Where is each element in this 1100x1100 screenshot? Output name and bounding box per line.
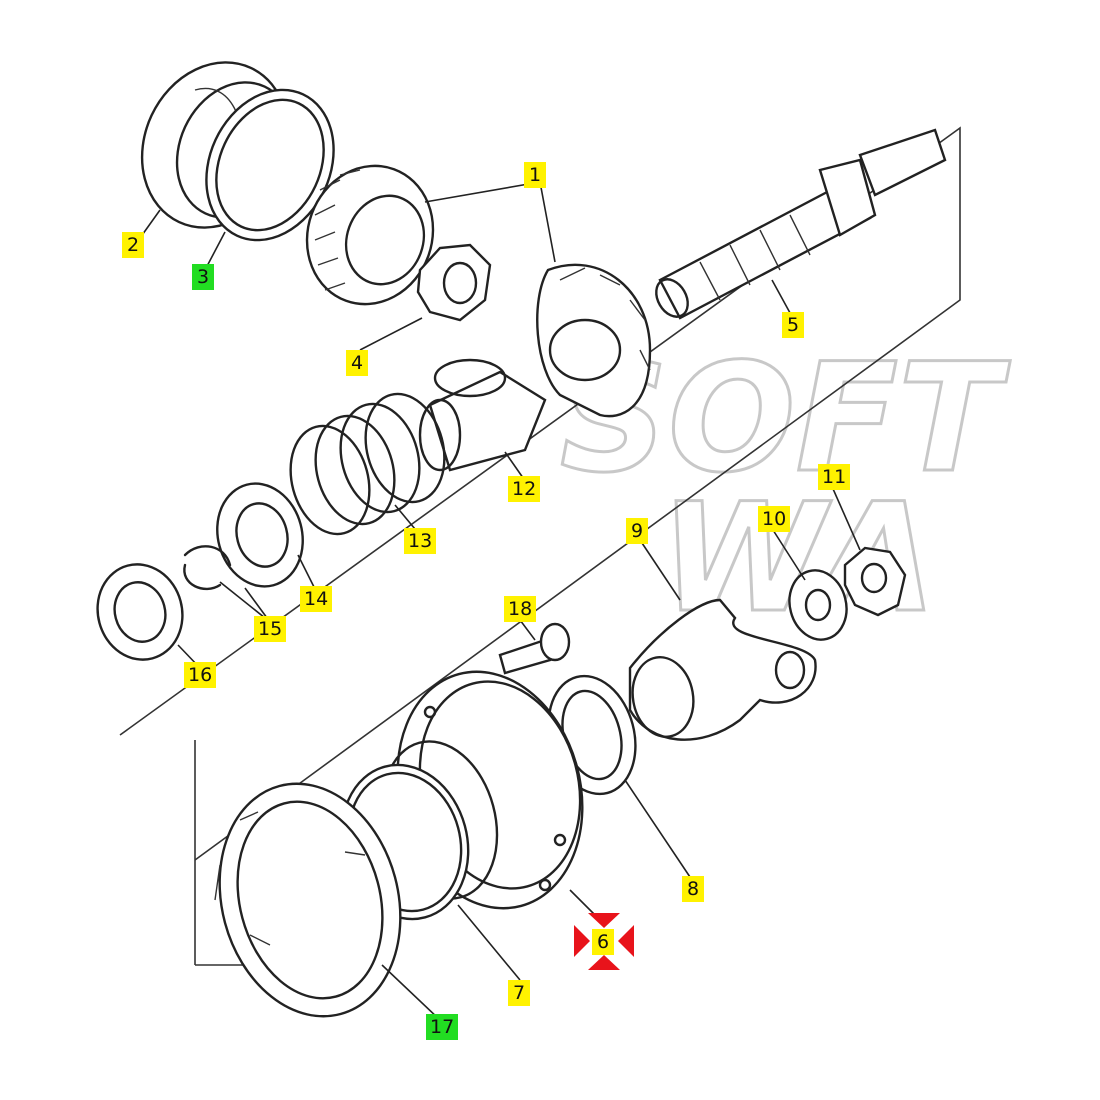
part-12-spline-shaft[interactable] xyxy=(418,358,547,472)
callout-11[interactable]: 11 xyxy=(818,464,851,490)
callout-9[interactable]: 9 xyxy=(626,518,648,544)
callout-15[interactable]: 15 xyxy=(254,616,287,642)
callout-14[interactable]: 14 xyxy=(300,586,333,612)
selected-part-marker xyxy=(574,913,634,970)
callout-17[interactable]: 17 xyxy=(426,1014,459,1040)
callout-13[interactable]: 13 xyxy=(404,528,437,554)
part-1-bevel-gear[interactable] xyxy=(536,263,652,418)
callout-3[interactable]: 3 xyxy=(192,264,214,290)
part-13-spring[interactable] xyxy=(279,385,456,543)
part-17-plate[interactable] xyxy=(194,763,425,1037)
part-9-yoke[interactable] xyxy=(627,598,817,742)
part-18-bolt[interactable] xyxy=(498,622,571,675)
callout-12[interactable]: 12 xyxy=(508,476,541,502)
callout-5[interactable]: 5 xyxy=(782,312,804,338)
part-10-washer[interactable] xyxy=(782,564,854,646)
part-15-split-collar[interactable] xyxy=(183,545,232,591)
part-14-collar[interactable] xyxy=(206,474,314,596)
callout-6[interactable]: 6 xyxy=(592,929,614,955)
part-4-nut[interactable] xyxy=(416,243,492,322)
part-1-pinion-gear[interactable] xyxy=(288,148,452,322)
part-11-nut[interactable] xyxy=(843,546,907,617)
callout-8[interactable]: 8 xyxy=(682,876,704,902)
callout-1[interactable]: 1 xyxy=(524,162,546,188)
part-16-bearing[interactable] xyxy=(87,555,193,669)
callout-18[interactable]: 18 xyxy=(504,596,537,622)
callout-10[interactable]: 10 xyxy=(758,506,791,532)
callout-16[interactable]: 16 xyxy=(184,662,217,688)
callout-7[interactable]: 7 xyxy=(508,980,530,1006)
callout-2[interactable]: 2 xyxy=(122,232,144,258)
part-5-shaft[interactable] xyxy=(650,128,947,322)
callout-4[interactable]: 4 xyxy=(346,350,368,376)
